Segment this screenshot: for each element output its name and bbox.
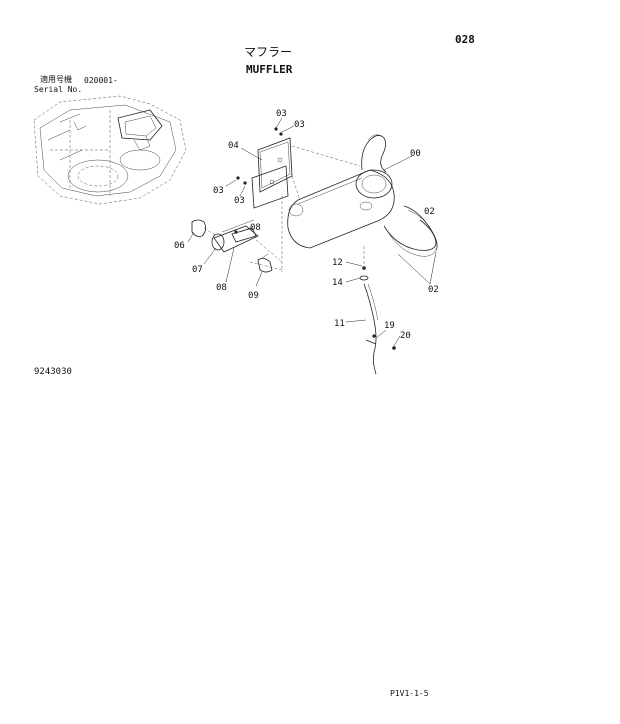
callout-09: 09: [248, 291, 259, 301]
footer-code: P1V1-1-5: [390, 689, 429, 698]
callout-07: 07: [192, 265, 203, 275]
callout-12: 12: [332, 258, 343, 268]
figure-number: 9243030: [34, 367, 72, 377]
callout-labels: 00 02 02 03 03 03 03 04 06 07 08 08 09 1…: [174, 109, 439, 341]
assembly-guide-lines: [203, 145, 365, 272]
callout-11: 11: [334, 319, 345, 329]
serial-label-japanese: 適用号機: [40, 75, 72, 84]
heat-shield-plate: [251, 137, 293, 209]
callout-19: 19: [384, 321, 395, 331]
callout-03: 03: [294, 120, 305, 130]
callout-02: 02: [428, 285, 439, 295]
title-english: MUFFLER: [246, 63, 293, 76]
muffler-body: [287, 134, 395, 249]
callout-02: 02: [424, 207, 435, 217]
callout-08: 08: [216, 283, 227, 293]
callout-00: 00: [410, 149, 421, 159]
fasteners: [234, 127, 396, 350]
callout-06: 06: [174, 241, 185, 251]
title-japanese: マフラー: [244, 45, 293, 59]
callout-03: 03: [276, 109, 287, 119]
leader-lines: [187, 117, 437, 347]
page-number: 028: [455, 33, 475, 46]
callout-14: 14: [332, 278, 343, 288]
callout-03: 03: [234, 196, 245, 206]
machine-overview-sketch: [33, 95, 187, 205]
callout-20: 20: [400, 331, 411, 341]
callout-08: 08: [250, 223, 261, 233]
serial-value: 020001-: [84, 76, 118, 85]
drain-hose: [363, 283, 379, 375]
callout-03: 03: [213, 186, 224, 196]
muffler-straps: [383, 205, 438, 257]
serial-label-english: Serial No.: [34, 85, 83, 94]
callout-04: 04: [228, 141, 239, 151]
